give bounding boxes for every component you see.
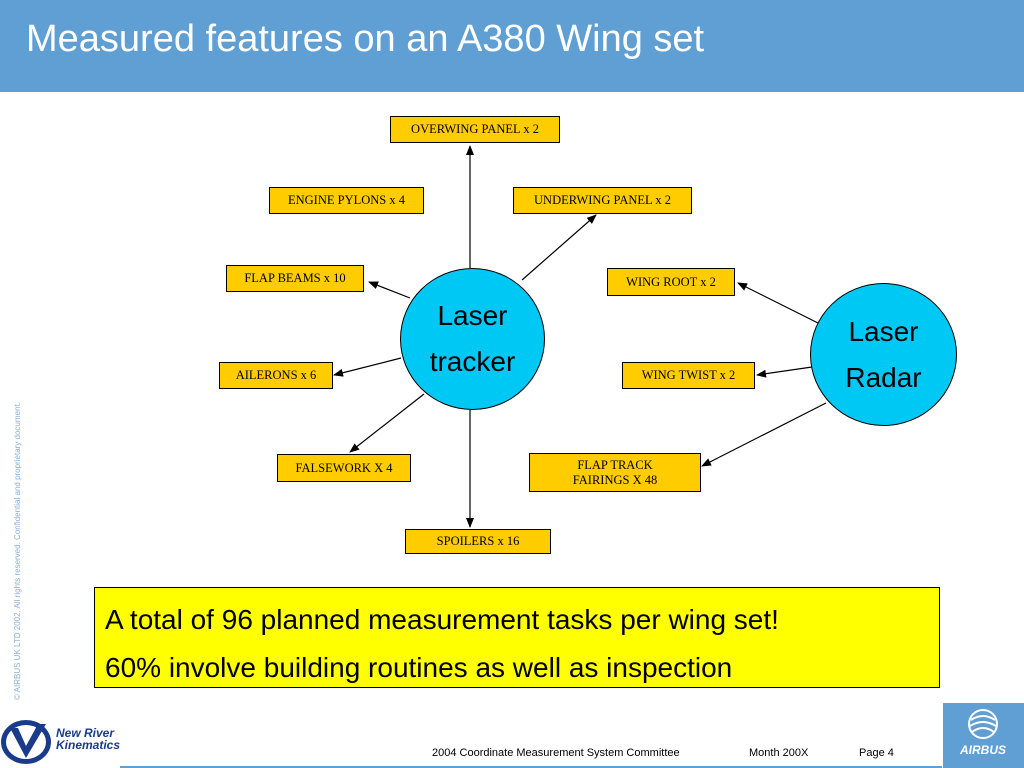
- feature-wing-twist: WING TWIST x 2: [622, 362, 755, 389]
- header-bar: Measured features on an A380 Wing set: [0, 0, 1024, 92]
- arrow-ailerons: [333, 357, 402, 377]
- footer-divider: [120, 766, 942, 768]
- feature-wing-root: WING ROOT x 2: [607, 268, 735, 296]
- new-river-kinematics-logo: [1, 720, 51, 764]
- arrow-falsework: [349, 393, 425, 453]
- feature-underwing-panel: UNDERWING PANEL x 2: [513, 187, 692, 214]
- summary-box: A total of 96 planned measurement tasks …: [94, 587, 940, 688]
- feature-engine-pylons: ENGINE PYLONS x 4: [269, 187, 424, 214]
- feature-ailerons: AILERONS x 6: [219, 362, 333, 389]
- feature-spoilers: SPOILERS x 16: [405, 529, 551, 554]
- footer-committee: 2004 Coordinate Measurement System Commi…: [432, 747, 680, 759]
- arrow-flap-track: [701, 402, 827, 467]
- arrow-wing-twist: [756, 366, 813, 378]
- footer-month: Month 200X: [749, 747, 809, 759]
- laser-radar-node: Laser Radar: [810, 283, 957, 426]
- summary-line-1: A total of 96 planned measurement tasks …: [105, 604, 779, 635]
- arrow-flap-beams: [368, 281, 411, 299]
- nrk-logo-text: New River Kinematics: [56, 726, 121, 752]
- laser-tracker-node: Laser tracker: [400, 268, 545, 410]
- slide-title: Measured features on an A380 Wing set: [26, 18, 705, 60]
- feature-falsework: FALSEWORK X 4: [277, 454, 411, 482]
- copyright-side-note: © AIRBUS UK LTD 2002. All rights reserve…: [13, 402, 22, 700]
- feature-flap-track-fairings: FLAP TRACK FAIRINGS X 48: [529, 453, 701, 492]
- arrow-wing-root: [737, 282, 819, 324]
- summary-line-2: 60% involve building routines as well as…: [105, 652, 733, 683]
- airbus-logo-text: AIRBUS: [959, 743, 1006, 757]
- feature-flap-beams: FLAP BEAMS x 10: [226, 265, 364, 292]
- airbus-logo: [943, 703, 1024, 768]
- feature-overwing-panel: OVERWING PANEL x 2: [390, 116, 560, 143]
- arrow-underwing: [521, 214, 597, 281]
- footer-page-number: Page 4: [859, 747, 894, 759]
- airbus-swirl-icon: [968, 709, 998, 739]
